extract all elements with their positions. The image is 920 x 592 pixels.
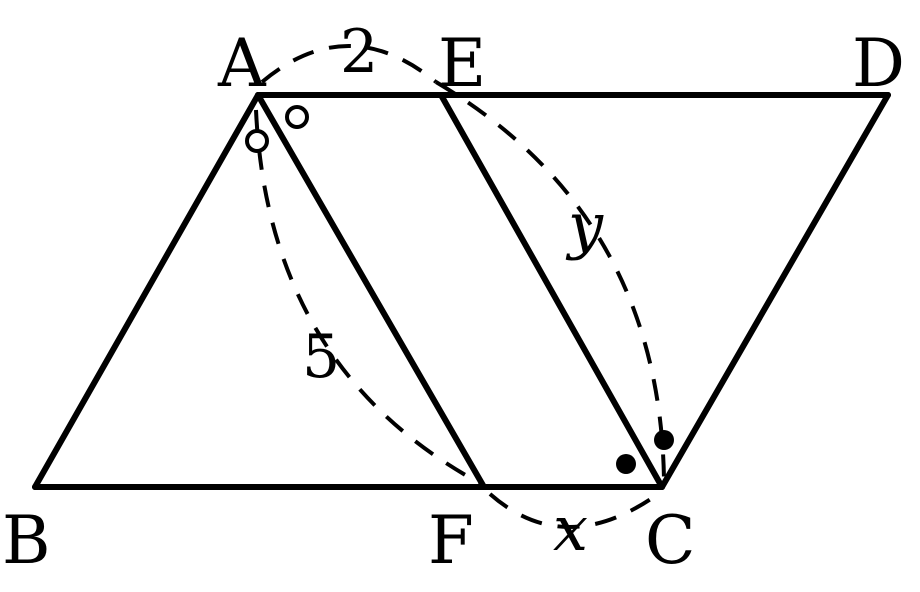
segment-EC <box>438 92 665 490</box>
dimension-arc-AF <box>254 109 488 489</box>
label-point-E: E <box>438 25 486 102</box>
label-length-AF: 5 <box>302 322 340 392</box>
segment-AF <box>255 92 487 490</box>
dimension-arc-EC <box>434 80 666 481</box>
label-length-AE: 2 <box>340 17 378 87</box>
side-DC <box>659 92 891 490</box>
dimension-arc-AE <box>260 44 438 84</box>
label-point-D: D <box>852 25 905 102</box>
side-AB <box>32 92 261 490</box>
angle-mark-filled-2 <box>654 430 674 450</box>
angle-mark-filled-1 <box>616 454 636 474</box>
label-point-A: A <box>217 25 267 102</box>
label-point-C: C <box>645 502 696 579</box>
angle-mark-open-1 <box>285 105 309 129</box>
label-point-F: F <box>428 502 474 579</box>
label-length-FC: x <box>553 492 588 565</box>
label-point-B: B <box>2 502 51 579</box>
label-length-EC: y <box>565 189 604 262</box>
dimension-arc-FC <box>488 492 660 529</box>
angle-mark-open-2 <box>245 129 269 153</box>
